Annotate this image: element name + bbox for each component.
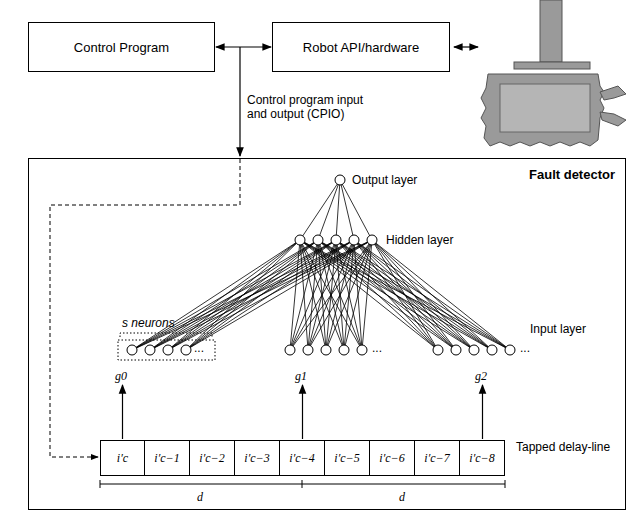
hardware-link xyxy=(454,46,478,47)
synapse-line xyxy=(132,240,318,350)
neuron xyxy=(285,345,295,355)
robot-illustration xyxy=(481,0,626,146)
cpio-dashed-feed xyxy=(50,159,240,457)
group-label: s neurons xyxy=(122,316,175,330)
synapse-line xyxy=(372,240,474,350)
synapse-line xyxy=(354,240,492,350)
group-bracket xyxy=(120,333,212,337)
group-box xyxy=(118,340,215,360)
tap-arrow xyxy=(482,385,483,439)
neuron xyxy=(505,345,515,355)
box-label: i′c−5 xyxy=(334,451,359,466)
synapse-line xyxy=(132,240,372,350)
synapse-line xyxy=(186,240,372,350)
synapse-line xyxy=(340,180,354,240)
box-label: i′c−2 xyxy=(199,451,224,466)
box-label: Control Program xyxy=(74,40,169,55)
synapse-line xyxy=(354,240,438,350)
box-label: i′c−8 xyxy=(469,451,494,466)
tap-arrow xyxy=(302,385,303,439)
layer-label: Input layer xyxy=(530,322,586,336)
delay-cell: i′c−6 xyxy=(370,440,415,476)
box-label: i′c−6 xyxy=(379,451,404,466)
group-label: g2 xyxy=(475,369,487,383)
neuron xyxy=(357,345,367,355)
neuron xyxy=(433,345,443,355)
synapse-line xyxy=(336,240,456,350)
synapse-line xyxy=(354,240,510,350)
synapse-line xyxy=(354,240,474,350)
neuron xyxy=(295,235,305,245)
synapse-line xyxy=(168,240,372,350)
tap-arrow xyxy=(122,385,123,439)
neural-network xyxy=(127,175,515,355)
group-label: g0 xyxy=(115,369,127,383)
synapse-line xyxy=(372,240,492,350)
box-label: Robot API/hardware xyxy=(303,40,419,55)
neuron xyxy=(487,345,497,355)
delay-cell: i′c−1 xyxy=(145,440,190,476)
process-box: Control Program xyxy=(28,22,215,72)
synapse-line xyxy=(290,240,372,350)
cpio-arrow xyxy=(239,47,240,156)
synapse-line xyxy=(336,180,340,240)
synapse-line xyxy=(336,240,474,350)
delay-cell: i′c−3 xyxy=(235,440,280,476)
delay-cell: i′c−8 xyxy=(460,440,505,476)
synapse-line xyxy=(326,240,372,350)
delay-cell: i′c−2 xyxy=(190,440,235,476)
connector-arrow xyxy=(216,46,271,47)
synapse-line xyxy=(300,240,510,350)
signal-label: Control program input and output (CPIO) xyxy=(247,93,382,121)
neuron xyxy=(127,345,137,355)
neuron xyxy=(313,235,323,245)
neuron xyxy=(367,235,377,245)
neuron xyxy=(451,345,461,355)
neuron xyxy=(303,345,313,355)
synapse-line xyxy=(308,240,372,350)
ellipsis: ... xyxy=(372,341,382,355)
layer-label: Output layer xyxy=(352,173,417,187)
neuron xyxy=(163,345,173,355)
neuron xyxy=(331,235,341,245)
delay-cell: i′c−7 xyxy=(415,440,460,476)
box-label: i′c−4 xyxy=(289,451,314,466)
group-label: g1 xyxy=(295,369,307,383)
synapse-line xyxy=(300,180,340,240)
dimension-label: d xyxy=(197,490,203,504)
neuron xyxy=(339,345,349,355)
synapse-line xyxy=(372,240,510,350)
component-label: Tapped delay-line xyxy=(516,440,616,454)
synapse-line xyxy=(132,240,300,350)
neuron xyxy=(181,345,191,355)
box-label: i′c−1 xyxy=(154,451,179,466)
process-box: Robot API/hardware xyxy=(272,22,450,72)
box-label: i′c xyxy=(117,451,128,466)
ellipsis: ... xyxy=(520,341,530,355)
synapse-line xyxy=(340,180,372,240)
synapse-line xyxy=(344,240,372,350)
synapse-line xyxy=(372,240,456,350)
box-label: i′c−7 xyxy=(424,451,449,466)
neuron xyxy=(335,175,345,185)
synapse-line xyxy=(372,240,438,350)
delay-cell: i′c xyxy=(100,440,145,476)
dimension-bracket xyxy=(100,480,505,488)
neuron xyxy=(349,235,359,245)
layer-label: Hidden layer xyxy=(386,233,453,247)
frame-title: Fault detector xyxy=(529,167,615,182)
neuron xyxy=(321,345,331,355)
delay-cell: i′c−4 xyxy=(280,440,325,476)
synapse-line xyxy=(362,240,372,350)
delay-cell: i′c−5 xyxy=(325,440,370,476)
box-label: i′c−3 xyxy=(244,451,269,466)
neuron xyxy=(145,345,155,355)
neuron xyxy=(469,345,479,355)
ellipsis: ... xyxy=(194,341,204,355)
synapse-line xyxy=(318,180,340,240)
dimension-label: d xyxy=(399,490,405,504)
